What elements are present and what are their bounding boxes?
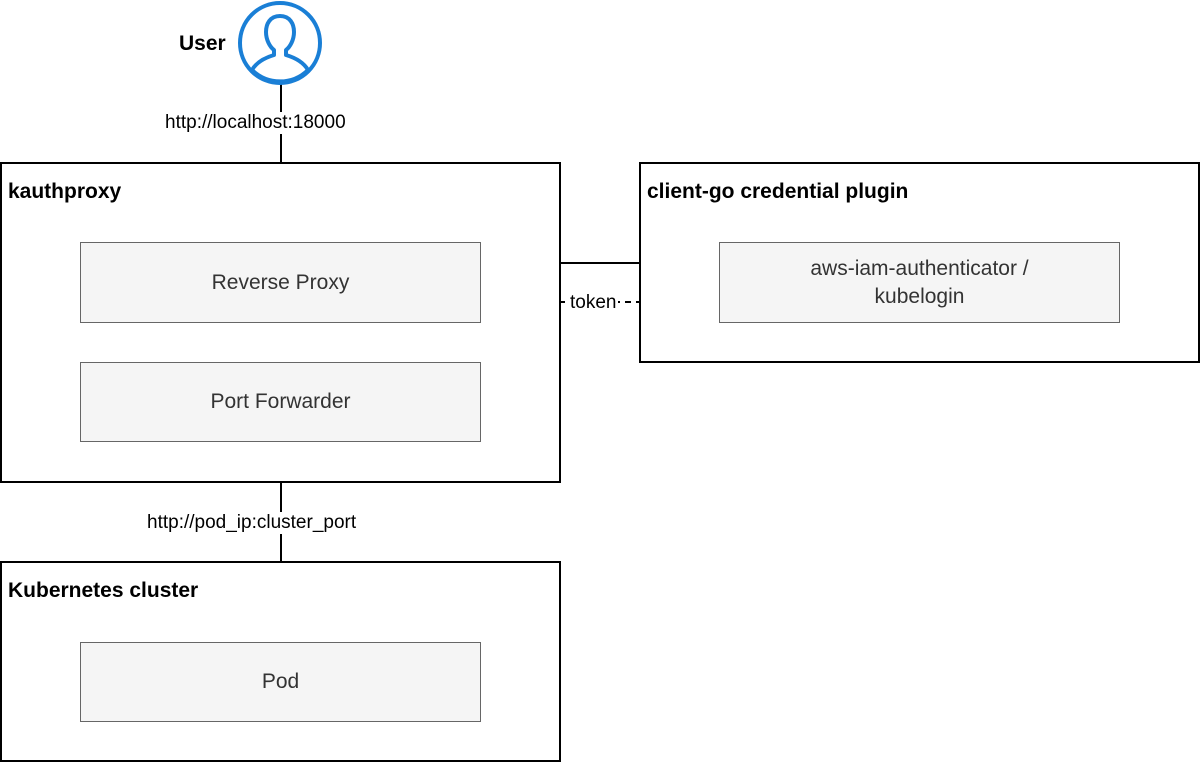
port-forwarder-label: Port Forwarder bbox=[210, 390, 351, 413]
pod-box: Pod bbox=[80, 642, 481, 722]
port-forwarder-box: Port Forwarder bbox=[80, 362, 481, 442]
edge-label-pod-address: http://pod_ip:cluster_port bbox=[145, 512, 359, 534]
user-icon bbox=[238, 1, 322, 85]
pod-label: Pod bbox=[261, 670, 300, 693]
credential-plugin-title: client-go credential plugin bbox=[647, 180, 909, 203]
user-label: User bbox=[179, 32, 226, 55]
edge-label-token: token bbox=[568, 292, 619, 314]
authenticator-label-line2: kubelogin bbox=[874, 284, 965, 308]
kubernetes-cluster-title: Kubernetes cluster bbox=[8, 579, 199, 602]
authenticator-label-line1: aws-iam-authenticator / bbox=[810, 256, 1029, 280]
kauthproxy-title: kauthproxy bbox=[8, 180, 122, 203]
reverse-proxy-box: Reverse Proxy bbox=[80, 242, 481, 323]
reverse-proxy-label: Reverse Proxy bbox=[211, 270, 350, 294]
authenticator-box: aws-iam-authenticator / kubelogin bbox=[719, 242, 1120, 323]
user-node: User bbox=[170, 0, 330, 90]
edge-label-localhost: http://localhost:18000 bbox=[163, 112, 348, 134]
